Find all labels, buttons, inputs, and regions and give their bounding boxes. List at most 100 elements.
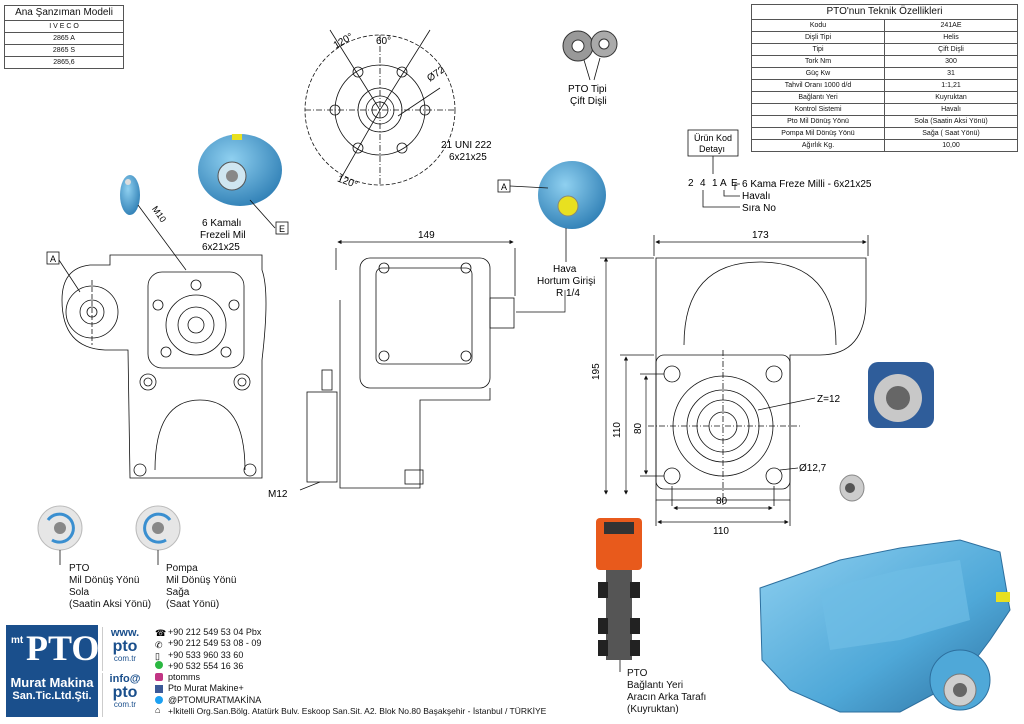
website-part: com.tr (113, 654, 137, 663)
website-part: www. (110, 627, 140, 639)
pto-render-photo (759, 539, 1011, 713)
contact-fax: +90 212 549 53 08 - 09 (168, 638, 262, 649)
dimension-label: 80 (716, 496, 728, 507)
angle-label: 60° (376, 36, 391, 47)
flange-photo (839, 362, 934, 502)
code-char: A (720, 178, 727, 189)
model-row: 2865,6 (4, 56, 124, 69)
mobile-icon: ▯ (155, 651, 160, 661)
shaft-photo (120, 134, 282, 215)
tag-a: A (50, 254, 56, 264)
pump-rotation-label: Pompa Mil Dönüş Yönü Sağa (Saat Yönü) (166, 563, 237, 610)
spec-row: Ağırlık Kg.10,00 (751, 139, 1018, 152)
logo-company-suffix: San.Tic.Ltd.Şti. (12, 690, 92, 702)
dimension-label: 80 (633, 422, 644, 434)
pto-type-label: PTO Tipi (568, 84, 607, 95)
code-char: E (731, 178, 738, 189)
product-code-header: Detayı (699, 144, 725, 154)
standard-label: 6x21x25 (449, 152, 487, 163)
company-logo: mt PTO Murat Makina San.Tic.Ltd.Şti. (6, 625, 100, 717)
shaft-label: 6 Kamalı (202, 218, 241, 229)
teeth-label: Z=12 (817, 394, 841, 405)
dimension-label: 149 (418, 230, 435, 241)
flange-pattern-view (304, 29, 456, 186)
logo-mt: mt (11, 635, 24, 646)
code-legend: 6 Kama Freze Milli - 6x21x25 (742, 179, 872, 190)
diameter-label: Ø72 (425, 64, 447, 84)
pto-rotation-label: PTO Mil Dönüş Yönü Sola (Saatin Aksi Yön… (69, 563, 152, 610)
hole-label: Ø12,7 (799, 463, 827, 474)
code-legend: Havalı (742, 191, 770, 202)
website-part: pto (112, 638, 138, 655)
phone-icon: ☎ (155, 628, 166, 638)
contact-phone: +90 212 549 53 04 Pbx (168, 627, 262, 637)
air-inlet-photo (538, 161, 606, 262)
model-table: Ana Şanzıman Modeli I V E C O 2865 A 286… (4, 5, 124, 69)
product-code-header: Ürün Kod (694, 133, 732, 143)
front-view (61, 254, 267, 479)
code-char: 2 (688, 178, 694, 189)
thread-label: M12 (268, 489, 288, 500)
air-inlet-label: Hortum Girişi (537, 276, 595, 287)
code-char: 1 (712, 178, 718, 189)
code-leader-lines (702, 156, 740, 208)
standard-label: 21 UNI 222 (441, 140, 492, 151)
truck-location-photo (596, 518, 642, 672)
angle-label: 120° (336, 174, 359, 191)
fax-icon: ✆ (155, 640, 163, 650)
location-icon: ⌂ (155, 705, 160, 715)
contact-mobile: +90 533 960 33 60 (168, 649, 244, 660)
logo-company-name: Murat Makina (10, 675, 94, 690)
gear-pair-icon (562, 30, 618, 81)
side-view (306, 248, 516, 489)
contact-whatsapp: +90 532 554 16 36 (168, 660, 244, 671)
model-table-title: Ana Şanzıman Modeli (4, 5, 124, 20)
email-part: info@ (109, 673, 141, 685)
email-block: info@ pto com.tr (102, 673, 147, 717)
contact-instagram: ptomms (168, 672, 201, 683)
email-part: pto (112, 684, 138, 701)
contact-facebook: Pto Murat Makine+ (168, 683, 244, 694)
email-part: com.tr (113, 700, 137, 709)
thread-label: M10 (150, 204, 168, 224)
contact-address: +İkitelli Org.San.Bölg. Atatürk Bulv. Es… (168, 706, 547, 717)
logo-pto: PTO (26, 628, 100, 668)
shaft-label: 6x21x25 (202, 242, 240, 253)
air-inlet-label: R 1/4 (556, 288, 580, 299)
tag-a: A (501, 182, 507, 192)
dimension-label: 110 (713, 526, 729, 537)
contact-twitter: @PTOMURATMAKİNA (168, 694, 262, 705)
angle-label: 120° (332, 31, 355, 51)
website-block: www. pto com.tr (102, 627, 147, 671)
dimension-label: 173 (752, 230, 769, 241)
rear-view (600, 235, 869, 526)
pto-type-label: Çift Dişli (570, 96, 607, 107)
contact-list: +90 212 549 53 04 Pbx +90 212 549 53 08 … (168, 627, 546, 717)
whatsapp-icon (155, 661, 163, 669)
dimension-label: 195 (591, 363, 602, 380)
shaft-label: Frezeli Mil (200, 230, 246, 241)
instagram-icon (155, 673, 163, 681)
rear-dim-lines (603, 239, 867, 525)
dimension-label: 110 (612, 422, 623, 438)
facebook-icon (155, 685, 163, 693)
tag-box-a (46, 251, 60, 265)
spec-table-title: PTO'nun Teknik Özellikleri (751, 4, 1018, 19)
twitter-icon (155, 696, 163, 704)
pump-rotation-icon (135, 505, 181, 565)
spec-value: 10,00 (884, 139, 1018, 152)
spec-label: Ağırlık Kg. (751, 139, 885, 152)
contact-icons: ☎ ✆ ▯ ⌂ (155, 628, 166, 715)
location-label: PTO Bağlantı Yeri Aracın Arka Tarafı (Ku… (627, 668, 707, 715)
code-char: 4 (700, 178, 706, 189)
code-legend: Sıra No (742, 203, 776, 214)
tag-box-e (275, 221, 289, 235)
tag-e: E (279, 224, 285, 234)
air-inlet-label: Hava (553, 264, 577, 275)
pto-rotation-icon (37, 505, 83, 565)
